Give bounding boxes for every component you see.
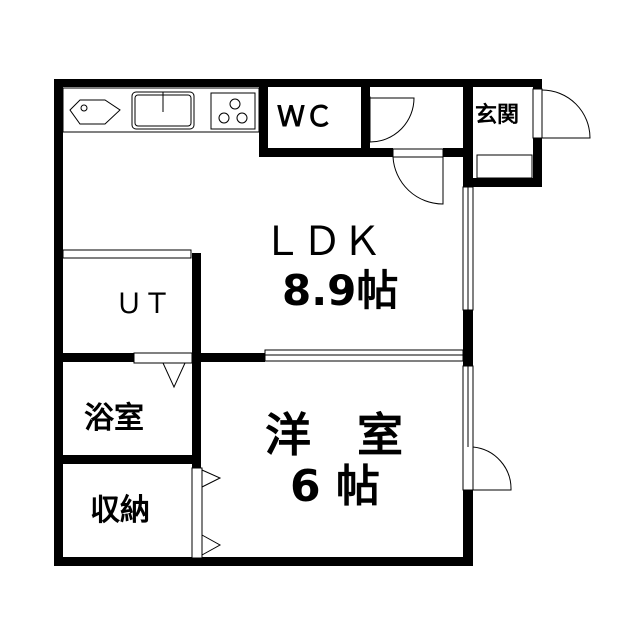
basin-icon: [69, 99, 121, 125]
room-size-western: 6 帖: [290, 461, 380, 512]
room-label-entrance: 玄関: [475, 103, 520, 128]
room-size-ldk: 8.9帖: [282, 266, 399, 315]
walls: [54, 79, 542, 566]
hall-door-swing: [392, 156, 444, 205]
western-door-swing: [472, 446, 512, 491]
room-label-western: 洋 室: [265, 408, 403, 462]
wc-door-swing: [369, 97, 415, 143]
fixtures: [62, 87, 591, 559]
room-label-ldk: ＬＤＫ: [262, 219, 382, 265]
room-label-bath: 浴室: [84, 401, 144, 436]
entrance-door-swing: [541, 89, 591, 139]
room-label-wc: ＷＣ: [277, 100, 334, 133]
room-label-ut: ＵＴ: [115, 287, 172, 320]
stove-icon: [210, 92, 256, 130]
room-label-storage: 収納: [90, 493, 150, 528]
